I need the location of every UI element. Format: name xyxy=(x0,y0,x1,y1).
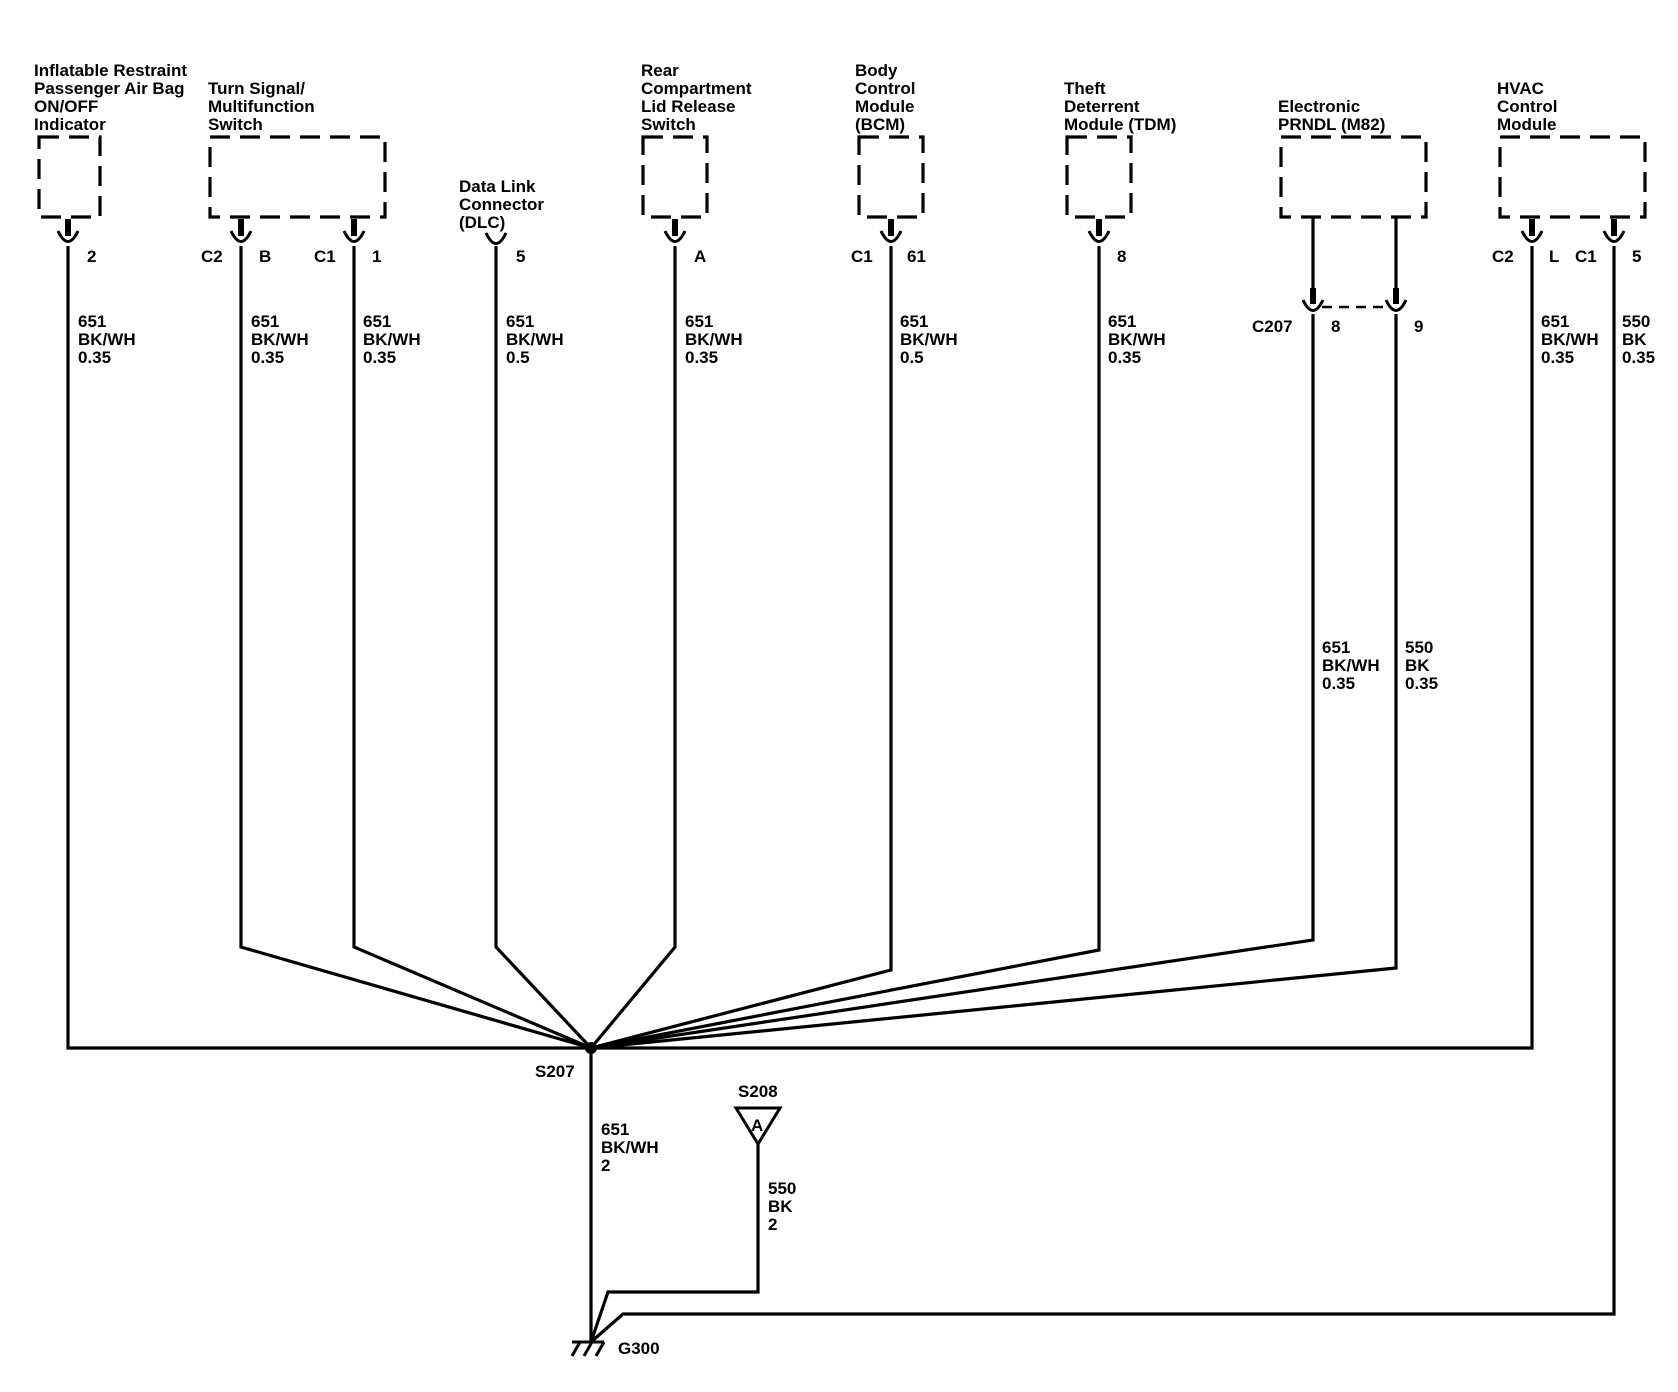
tdm-label: Theft Deterrent Module (TDM) xyxy=(1064,79,1176,134)
turn-signal-switch-label: Turn Signal/ Multifunction Switch xyxy=(208,79,319,134)
wire-label-s208: 550 BK 2 xyxy=(768,1179,801,1234)
pin-dlc xyxy=(484,232,508,245)
pin-label-bcm-61: 61 xyxy=(907,247,926,266)
connector-c207 xyxy=(1301,217,1408,312)
wire-turn-b xyxy=(239,246,592,1050)
pin-label-tdm: 8 xyxy=(1117,247,1126,266)
wire-airbag xyxy=(66,246,591,1050)
pin-label-hvac-c2: C2 xyxy=(1492,247,1514,266)
pin-airbag xyxy=(56,219,80,243)
wire-label-hvac-l: 651 BK/WH 0.35 xyxy=(1541,312,1603,367)
wire-label-prndl-8: 651 BK/WH 0.35 xyxy=(1322,638,1384,693)
wire-hvac-5 xyxy=(589,246,1616,1344)
hvac-box xyxy=(1498,135,1647,219)
pin-label-hvac-l: L xyxy=(1549,247,1559,266)
splice-s208-letter: A xyxy=(751,1116,763,1135)
pin-tdm xyxy=(1087,219,1111,243)
splice-s208-label: S208 xyxy=(738,1082,778,1101)
pin-label-rear: A xyxy=(694,247,706,266)
pin-label-c207-9: 9 xyxy=(1414,317,1423,336)
splice-s208-symbol: A xyxy=(733,1106,783,1147)
airbag-indicator-box xyxy=(37,135,102,219)
turn-signal-switch-box xyxy=(208,135,387,219)
wire-prndl-8 xyxy=(590,314,1315,1050)
pin-label-turn-c2: C2 xyxy=(201,247,223,266)
wire-label-rear-lid: 651 BK/WH 0.35 xyxy=(685,312,747,367)
pin-label-turn-c1: C1 xyxy=(314,247,336,266)
wire-dlc xyxy=(494,246,593,1050)
hvac-label: HVAC Control Module xyxy=(1497,79,1562,134)
wire-label-airbag: 651 BK/WH 0.35 xyxy=(78,312,140,367)
wire-bcm xyxy=(590,246,893,1050)
wire-turn-1 xyxy=(352,246,592,1050)
wire-tdm xyxy=(590,246,1101,1050)
wire-label-turn-b: 651 BK/WH 0.35 xyxy=(251,312,313,367)
wire-label-tdm: 651 BK/WH 0.35 xyxy=(1108,312,1170,367)
bcm-label: Body Control Module (BCM) xyxy=(855,61,920,134)
pin-turn-1 xyxy=(342,219,366,243)
wire-label-dlc: 651 BK/WH 0.5 xyxy=(506,312,568,367)
pin-rear-lid xyxy=(663,219,687,243)
prndl-box xyxy=(1279,135,1428,219)
wire-label-prndl-9: 550 BK 0.35 xyxy=(1405,638,1438,693)
airbag-indicator-label: Inflatable Restraint Passenger Air Bag O… xyxy=(34,61,192,134)
pin-bcm xyxy=(879,219,903,243)
wire-label-ground: 651 BK/WH 2 xyxy=(601,1120,663,1175)
pin-label-c207-8: 8 xyxy=(1331,317,1340,336)
wire-s208-ground xyxy=(589,1142,760,1343)
pin-label-turn-b: B xyxy=(259,247,271,266)
wire-rear-lid xyxy=(589,246,677,1050)
pin-label-c207: C207 xyxy=(1252,317,1293,336)
dlc-label: Data Link Connector (DLC) xyxy=(459,177,549,232)
pin-label-bcm-c1: C1 xyxy=(851,247,873,266)
ground-g300-label: G300 xyxy=(618,1339,660,1358)
ground-g300-icon xyxy=(570,1340,606,1357)
pin-hvac-l xyxy=(1520,219,1544,243)
rear-lid-switch-box xyxy=(641,135,709,219)
prndl-label: Electronic PRNDL (M82) xyxy=(1278,97,1385,134)
splice-s207-label: S207 xyxy=(535,1062,575,1081)
wire-label-turn-1: 651 BK/WH 0.35 xyxy=(363,312,425,367)
bcm-box xyxy=(857,135,925,219)
pin-hvac-5 xyxy=(1602,219,1626,243)
wire-label-hvac-5: 550 BK 0.35 xyxy=(1622,312,1655,367)
pin-label-dlc: 5 xyxy=(516,247,525,266)
pin-label-hvac-5: 5 xyxy=(1632,247,1641,266)
pin-label-turn-1: 1 xyxy=(372,247,381,266)
wire-hvac-l xyxy=(591,246,1534,1050)
splice-s207-dot xyxy=(585,1042,597,1054)
pin-label-airbag: 2 xyxy=(87,247,96,266)
rear-lid-switch-label: Rear Compartment Lid Release Switch xyxy=(641,61,756,134)
pin-label-hvac-c1: C1 xyxy=(1575,247,1597,266)
pin-turn-b xyxy=(229,219,253,243)
wire-label-bcm: 651 BK/WH 0.5 xyxy=(900,312,962,367)
tdm-box xyxy=(1065,135,1133,219)
wire-prndl-9 xyxy=(590,314,1398,1050)
